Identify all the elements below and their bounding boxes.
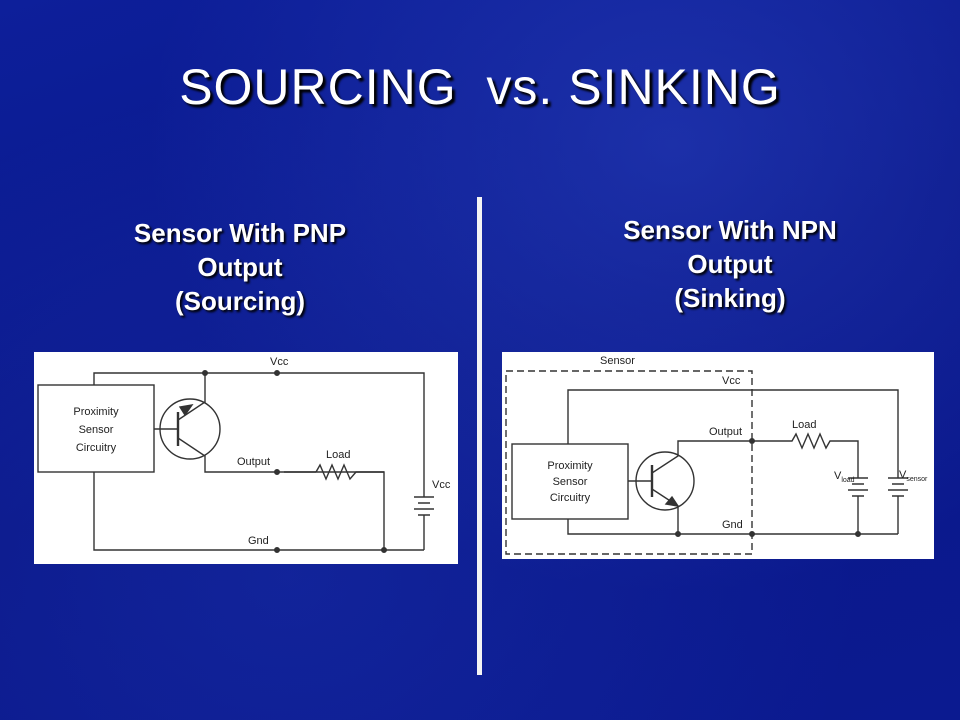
npn-sensor-label: Sensor — [600, 355, 635, 367]
pnp-supply-label: Vcc — [432, 479, 451, 491]
npn-vsensor-battery — [888, 477, 908, 497]
pnp-load-resistor — [315, 463, 385, 550]
npn-block-label-1: Proximity — [547, 460, 593, 472]
npn-vload-main: V — [834, 470, 842, 482]
pnp-schematic-svg: Proximity Sensor Circuitry Vcc Output Lo… — [37, 356, 451, 553]
pnp-output-node — [273, 468, 280, 475]
npn-gnd-rail — [567, 519, 898, 535]
pnp-battery-symbol — [414, 496, 434, 516]
pnp-vcc-label: Vcc — [270, 356, 289, 368]
npn-vsensor-sub: sensor — [906, 476, 928, 483]
npn-load-resistor — [752, 432, 859, 478]
pnp-schematic: Proximity Sensor Circuitry Vcc Output Lo… — [34, 352, 458, 564]
npn-sensor-boundary — [505, 370, 753, 555]
npn-schematic-svg: Sensor Proximity Sensor Circuitry Vcc Ou… — [505, 355, 928, 555]
npn-heading: Sensor With NPN Output (Sinking) — [540, 213, 920, 315]
pnp-heading-line-3: (Sourcing) — [175, 286, 305, 316]
pnp-heading: Sensor With PNP Output (Sourcing) — [50, 216, 430, 318]
npn-gnd-node-1 — [674, 530, 681, 537]
pnp-output-label: Output — [237, 456, 270, 468]
npn-load-label: Load — [792, 419, 816, 431]
npn-vsensor-label: Vsensor — [899, 469, 928, 483]
npn-heading-line-1: Sensor With NPN — [623, 215, 837, 245]
pnp-vcc-rail — [93, 372, 425, 497]
npn-block-label-2: Sensor — [553, 476, 588, 488]
pnp-heading-line-2: Output — [197, 252, 283, 282]
pnp-vcc-node-2 — [273, 370, 280, 377]
npn-emitter-arrow — [664, 495, 680, 507]
npn-gnd-node-3 — [855, 530, 862, 537]
npn-heading-line-3: (Sinking) — [674, 283, 786, 313]
slide-title: SOURCING vs. SINKING — [179, 59, 781, 115]
npn-vcc-label: Vcc — [722, 375, 741, 387]
pnp-collector-lead — [177, 437, 384, 473]
pnp-emitter-lead — [177, 373, 206, 421]
pnp-load-label: Load — [326, 449, 350, 461]
pnp-block-label-3: Circuitry — [76, 442, 117, 454]
pnp-block-label-2: Sensor — [79, 424, 114, 436]
pnp-gnd-rail — [93, 472, 424, 551]
pnp-heading-line-1: Sensor With PNP — [133, 218, 347, 248]
npn-vload-battery — [848, 477, 868, 497]
pnp-gnd-label: Gnd — [248, 535, 269, 547]
npn-gnd-label: Gnd — [722, 519, 743, 531]
pnp-emitter-arrow — [178, 404, 194, 417]
pnp-gnd-node-2 — [381, 546, 388, 553]
npn-vcc-rail — [567, 389, 899, 478]
npn-collector-lead — [651, 440, 752, 474]
npn-emitter-lead — [651, 488, 679, 534]
column-divider — [477, 197, 482, 675]
npn-gnd-node-2 — [748, 530, 755, 537]
pnp-gnd-node-1 — [273, 546, 280, 553]
npn-schematic: Sensor Proximity Sensor Circuitry Vcc Ou… — [502, 352, 934, 559]
npn-block-label-3: Circuitry — [550, 492, 591, 504]
npn-vload-label: Vload — [834, 470, 855, 484]
npn-output-label: Output — [709, 426, 742, 438]
npn-heading-line-2: Output — [687, 249, 773, 279]
pnp-block-label-1: Proximity — [73, 406, 119, 418]
npn-vsensor-main: V — [899, 469, 907, 481]
npn-vload-sub: load — [841, 477, 854, 484]
